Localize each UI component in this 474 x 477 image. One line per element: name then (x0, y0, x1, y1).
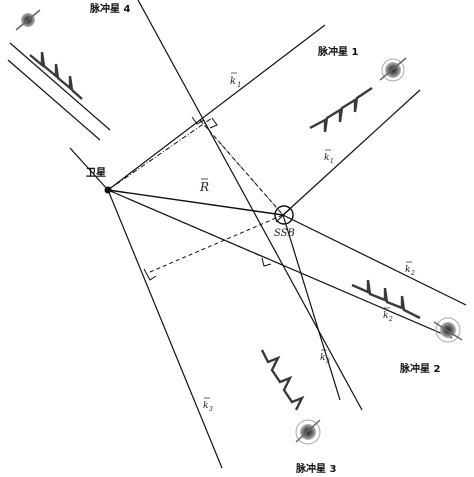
satellite-icon (104, 186, 112, 194)
pulsar3-label: 脉冲星 3 (295, 462, 336, 475)
pulsar2-ray-from-ssb (282, 214, 467, 306)
pulsar4-beam-line-lower (7, 59, 101, 141)
r-vector-label: R (199, 178, 209, 194)
pulsar1-label: 脉冲星 1 (317, 45, 358, 58)
ssb-label: SSB (274, 228, 295, 239)
svg-text:3: 3 (326, 358, 330, 365)
svg-text:k: k (320, 353, 325, 363)
svg-text:1: 1 (330, 158, 334, 165)
ssb-cross-line (275, 207, 292, 223)
svg-text:3: 3 (209, 406, 213, 413)
pulsar1-ray-from-ssb (282, 89, 421, 216)
right-angle-marker-1 (191, 116, 205, 125)
svg-text:k: k (203, 401, 208, 411)
ssb-circle-icon (274, 205, 294, 225)
right-angle-marker-4 (261, 257, 272, 267)
pulsar3-ray-from-satellite (107, 189, 223, 469)
pulsar3-ray-from-ssb (282, 214, 341, 401)
pulsar3-pulse-train (260, 349, 305, 411)
projection-dashed-2 (149, 214, 284, 273)
projection-dashdot-3 (107, 189, 266, 259)
r-vector-line (107, 189, 284, 216)
pulsar4-beam-line-upper (9, 42, 111, 131)
pulsar3-icon (295, 419, 321, 445)
pulsar2-icon (433, 317, 463, 343)
svg-text:1: 1 (237, 81, 241, 89)
pulsar1-ray-from-satellite (107, 24, 326, 191)
pulsar1-pulse-train (309, 87, 373, 133)
pulsar2-label: 脉冲星 2 (399, 362, 440, 375)
svg-text:R: R (199, 180, 209, 194)
pulsar4-label: 脉冲星 4 (89, 2, 130, 15)
svg-text:k: k (230, 76, 236, 87)
k1-line (137, 0, 363, 411)
svg-text:k: k (405, 265, 410, 275)
pulsar1-icon (379, 57, 407, 82)
pulsar2-pulse-train (351, 279, 421, 320)
pulsar4-icon (15, 9, 41, 31)
right-angle-marker-2 (209, 117, 218, 129)
k1-vector-label-lower: k 1 (324, 149, 334, 165)
pulsar4-pulse-train (29, 51, 83, 100)
k3-vector-label-left: k 3 (203, 397, 213, 413)
projection-dashdot-1 (107, 117, 213, 191)
satellite-label: 卫星 (86, 167, 106, 179)
svg-text:k: k (383, 311, 388, 321)
k3-vector-label-right: k 3 (320, 349, 330, 365)
svg-text:2: 2 (388, 316, 393, 323)
k2-vector-label-upper: k 2 (405, 261, 415, 277)
right-angle-marker-3 (143, 268, 157, 281)
k2-vector-label-lower: k 2 (383, 307, 393, 323)
k1-vector-label-upper: k 1 (230, 72, 241, 89)
projection-dashdot-2 (199, 119, 284, 216)
pulsar4-ray-from-satellite (69, 147, 109, 191)
svg-text:k: k (324, 153, 329, 163)
svg-text:2: 2 (410, 270, 415, 277)
